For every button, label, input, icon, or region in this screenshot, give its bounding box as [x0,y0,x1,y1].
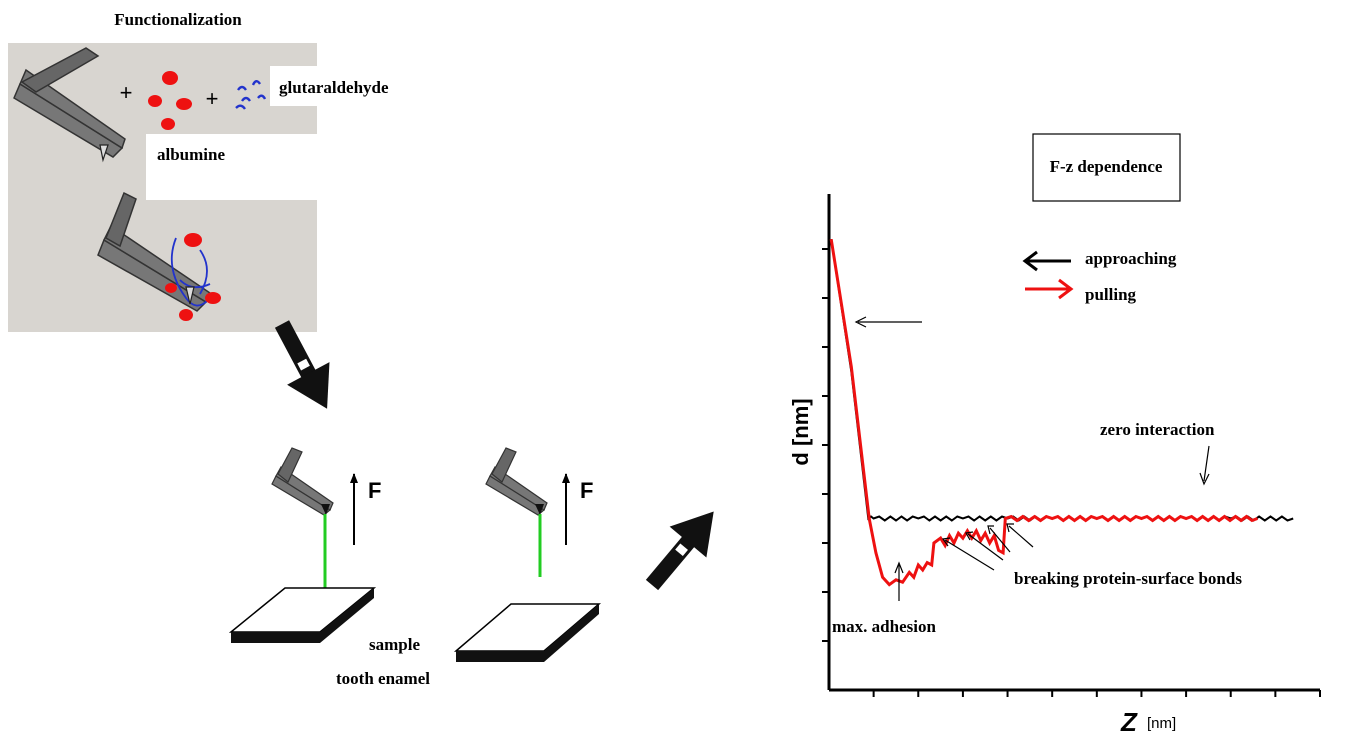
sample-plate [453,603,602,662]
legend-approaching-arrow-icon [1022,250,1071,272]
plus-sign: + [120,80,133,105]
y-axis-label: d [nm] [788,398,813,465]
annotation-zero-interaction: zero interaction [1100,420,1215,439]
legend-pulling-arrow-icon [1025,278,1074,300]
y-axis-ticks [822,248,829,642]
glutaraldehyde-molecules-icon [235,80,267,110]
force-label: F [368,478,381,503]
label-background [270,66,410,106]
sample-plate [228,587,377,643]
label-background [146,134,317,200]
legend-pulling-label: pulling [1085,285,1137,304]
cantilever-icon [13,47,126,163]
chart-title-box: F-z dependence [1032,133,1181,202]
process-arrow-up-right [645,511,714,591]
force-label: F [580,478,593,503]
series-line-pulling [829,238,1259,587]
cantilever-icon [271,447,334,516]
annotation-breaking-arrows [941,523,1034,571]
annotation-approach-arrow [854,316,922,328]
x-axis-ticks [872,690,1321,697]
x-axis-label-variable: Z [1120,707,1138,737]
functionalization-title: Functionalization [114,10,242,29]
sample-label: sample [369,635,420,654]
annotation-zero-arrow [1199,445,1210,486]
functionalized-cantilever-icon [97,191,221,321]
cantilever-icon [485,447,548,516]
chart-title: F-z dependence [1050,157,1163,176]
plus-sign: + [206,86,219,111]
albumine-label: albumine [157,145,225,164]
tooth-enamel-label: tooth enamel [336,669,430,688]
glutaraldehyde-label: glutaraldehyde [279,78,389,97]
annotation-breaking-bonds: breaking protein-surface bonds [1014,569,1242,588]
legend-approaching-label: approaching [1085,249,1177,268]
process-arrow-down [274,320,330,409]
chart-legend: approaching pulling [1022,249,1177,304]
chart [822,194,1321,697]
albumine-molecules-icon [148,71,192,130]
annotation-max-adhesion: max. adhesion [832,617,936,636]
x-axis-label-unit: [nm] [1147,715,1176,732]
annotation-max-arrow [894,561,904,601]
